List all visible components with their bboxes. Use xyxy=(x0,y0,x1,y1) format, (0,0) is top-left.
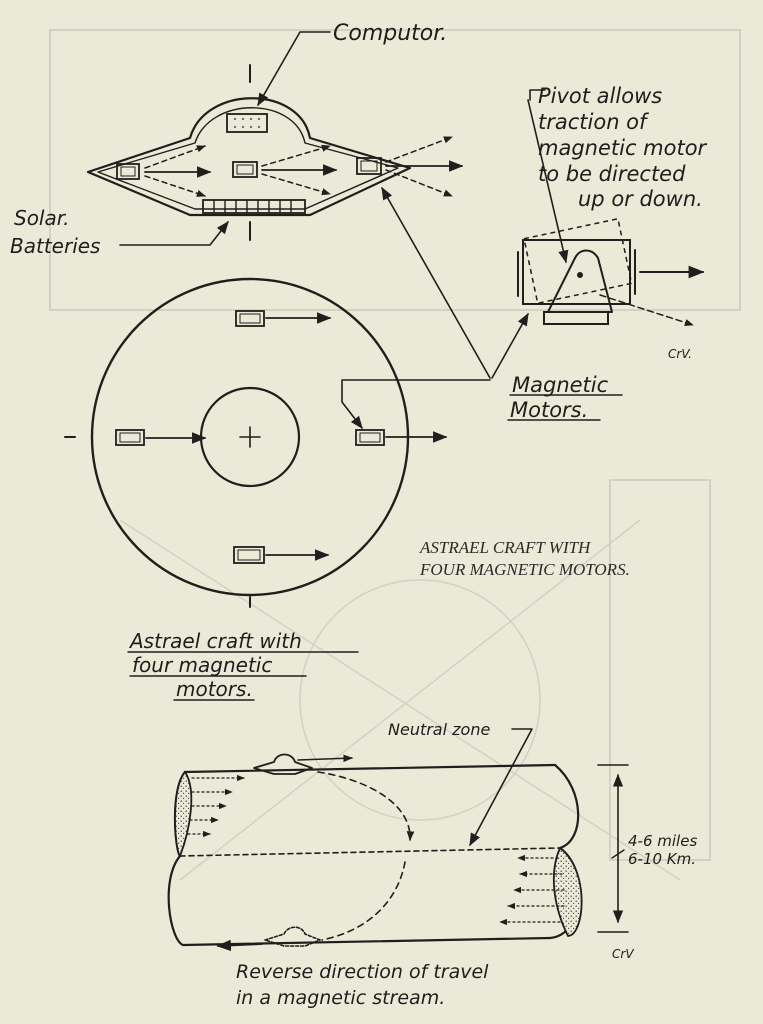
label-neutral-zone: Neutral zone xyxy=(388,720,490,739)
initials-bottom: CrV xyxy=(612,947,634,961)
svg-text:Motors.: Motors. xyxy=(510,398,588,422)
distance-dimension: 4-6 miles 6-10 Km. xyxy=(597,764,697,933)
computor-box xyxy=(226,113,268,133)
stream-craft-top xyxy=(253,753,313,775)
svg-text:Reverse direction of travel: Reverse direction of travel xyxy=(236,961,489,983)
side-motors xyxy=(116,157,382,180)
pivot-motor-inset: Pivot allows traction of magnetic motor … xyxy=(517,84,708,361)
svg-text:magnetic motor: magnetic motor xyxy=(538,136,708,160)
svg-text:FOUR MAGNETIC MOTORS.: FOUR MAGNETIC MOTORS. xyxy=(419,560,630,579)
svg-text:Batteries: Batteries xyxy=(10,234,100,258)
svg-text:four magnetic: four magnetic xyxy=(132,653,272,677)
bleed-through xyxy=(49,29,741,881)
label-computor: Computor. xyxy=(333,21,447,46)
svg-text:traction of: traction of xyxy=(538,110,650,134)
svg-text:6-10 Km.: 6-10 Km. xyxy=(628,850,696,868)
magnetic-stream-diagram: Neutral zone 4-6 miles 6-10 Km. CrV xyxy=(167,720,697,961)
printed-caption: ASTRAEL CRAFT WITH FOUR MAGNETIC MOTORS. xyxy=(419,538,630,579)
label-reverse-direction: Reverse direction of travel in a magneti… xyxy=(236,961,489,1009)
label-solar-batteries: Solar. Batteries xyxy=(10,206,100,258)
handwritten-caption: Astrael craft with four magnetic motors. xyxy=(127,629,359,701)
label-pivot: Pivot allows traction of magnetic motor … xyxy=(538,84,708,211)
initials-top: CrV. xyxy=(668,347,692,361)
solar-batteries xyxy=(202,199,306,214)
svg-text:up or down.: up or down. xyxy=(578,187,703,211)
svg-text:Astrael craft with: Astrael craft with xyxy=(128,629,302,653)
craft-side-view xyxy=(86,31,464,246)
svg-text:in a magnetic stream.: in a magnetic stream. xyxy=(236,987,445,1009)
craft-plan-view xyxy=(64,277,448,608)
svg-text:motors.: motors. xyxy=(176,677,253,701)
label-magnetic-motors: Magnetic xyxy=(512,373,609,397)
label-distance: 4-6 miles xyxy=(628,832,697,850)
svg-text:Solar.: Solar. xyxy=(14,206,70,230)
svg-text:Pivot allows: Pivot allows xyxy=(538,84,662,108)
svg-text:to be directed: to be directed xyxy=(538,162,686,186)
svg-text:ASTRAEL CRAFT WITH: ASTRAEL CRAFT WITH xyxy=(419,538,592,557)
magnetic-motors-callout: Magnetic Motors. xyxy=(341,186,623,430)
stream-craft-bottom xyxy=(264,926,321,947)
plan-motors xyxy=(115,310,385,564)
